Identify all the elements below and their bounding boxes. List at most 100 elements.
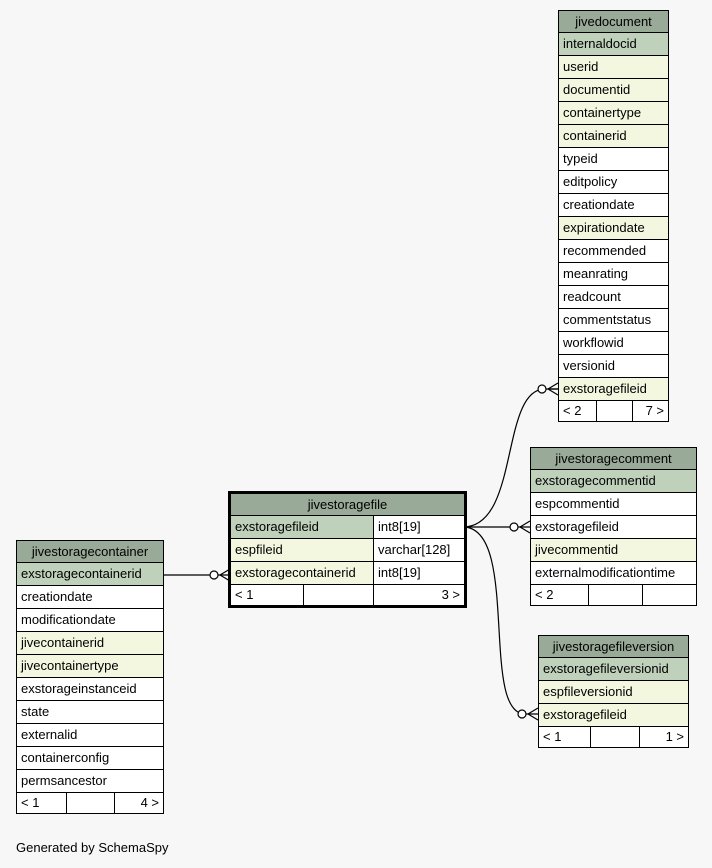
footer-spacer bbox=[303, 585, 373, 605]
table-title: jivestoragecomment bbox=[531, 448, 696, 470]
column-row[interactable]: exstoragefileversionid bbox=[539, 658, 688, 681]
parent-count[interactable]: < 1 bbox=[235, 587, 254, 602]
column-row[interactable]: jivecontainertype bbox=[17, 655, 163, 678]
footer-spacer bbox=[588, 585, 642, 605]
column-name: exstoragefileid bbox=[563, 381, 647, 396]
generated-by-credit: Generated by SchemaSpy bbox=[16, 840, 169, 855]
column-row[interactable]: permsancestor bbox=[17, 770, 163, 793]
column-name: jivecontainerid bbox=[21, 635, 105, 650]
edge-jivestoragefileversion-exstoragefileid bbox=[462, 526, 538, 715]
column-row[interactable]: creationdate bbox=[559, 194, 668, 217]
child-count[interactable]: 1 > bbox=[639, 727, 688, 747]
column-row[interactable]: workflowid bbox=[559, 332, 668, 355]
parent-count[interactable]: < 1 bbox=[543, 729, 562, 744]
column-name: recommended bbox=[563, 243, 647, 258]
table-title: jivestoragecontainer bbox=[17, 541, 163, 563]
column-row[interactable]: externalmodificationtime bbox=[531, 562, 696, 585]
child-count[interactable] bbox=[642, 585, 696, 605]
table-jivestoragecomment[interactable]: jivestoragecomment exstoragecommentid espc… bbox=[530, 447, 697, 606]
column-type: int8[19] bbox=[373, 516, 464, 538]
column-row[interactable]: exstoragefileid int8[19] bbox=[231, 516, 464, 539]
column-name: espfileid bbox=[235, 542, 283, 557]
optional-marker bbox=[537, 384, 547, 394]
column-name: exstoragefileid bbox=[235, 519, 319, 534]
column-row[interactable]: exstoragefileid bbox=[531, 516, 696, 539]
column-row[interactable]: containerconfig bbox=[17, 747, 163, 770]
column-row[interactable]: containerid bbox=[559, 125, 668, 148]
footer-spacer bbox=[590, 727, 639, 747]
column-row[interactable]: editpolicy bbox=[559, 171, 668, 194]
column-name: exstoragecommentid bbox=[535, 473, 656, 488]
table-footer: < 1 1 > bbox=[539, 727, 688, 747]
column-name: workflowid bbox=[563, 335, 624, 350]
optional-marker bbox=[509, 522, 519, 532]
column-name: exstoragecontainerid bbox=[21, 566, 142, 581]
table-title: jivedocument bbox=[559, 11, 668, 33]
column-row[interactable]: exstoragecontainerid bbox=[17, 563, 163, 586]
column-name: expirationdate bbox=[563, 220, 645, 235]
column-name: containerconfig bbox=[21, 750, 110, 765]
table-title: jivestoragefile bbox=[231, 494, 464, 516]
column-row[interactable]: containertype bbox=[559, 102, 668, 125]
column-name: containerid bbox=[563, 128, 627, 143]
column-row[interactable]: modificationdate bbox=[17, 609, 163, 632]
column-row[interactable]: expirationdate bbox=[559, 217, 668, 240]
column-row[interactable]: internaldocid bbox=[559, 33, 668, 56]
column-row[interactable]: state bbox=[17, 701, 163, 724]
column-name: meanrating bbox=[563, 266, 629, 281]
column-name: modificationdate bbox=[21, 612, 116, 627]
parent-count[interactable]: < 2 bbox=[563, 403, 582, 418]
column-name: readcount bbox=[563, 289, 621, 304]
column-name: espfileversionid bbox=[543, 684, 633, 699]
column-name: editpolicy bbox=[563, 174, 618, 189]
column-name: jivecommentid bbox=[535, 542, 619, 557]
column-row[interactable]: typeid bbox=[559, 148, 668, 171]
child-count[interactable]: 3 > bbox=[373, 585, 464, 605]
column-row[interactable]: meanrating bbox=[559, 263, 668, 286]
column-row[interactable]: recommended bbox=[559, 240, 668, 263]
column-name: commentstatus bbox=[563, 312, 652, 327]
column-row[interactable]: readcount bbox=[559, 286, 668, 309]
child-count[interactable]: 7 > bbox=[632, 401, 668, 421]
table-footer: < 1 4 > bbox=[17, 793, 163, 813]
column-row[interactable]: exstoragefileid bbox=[539, 704, 688, 727]
column-row[interactable]: exstorageinstanceid bbox=[17, 678, 163, 701]
column-row[interactable]: externalid bbox=[17, 724, 163, 747]
column-name: exstoragefileid bbox=[543, 707, 627, 722]
column-row[interactable]: documentid bbox=[559, 79, 668, 102]
table-footer: < 1 3 > bbox=[231, 585, 464, 605]
footer-spacer bbox=[66, 793, 114, 813]
column-name: jivecontainertype bbox=[21, 658, 119, 673]
column-name: internaldocid bbox=[563, 36, 637, 51]
column-name: exstoragefileid bbox=[535, 519, 619, 534]
parent-count[interactable]: < 2 bbox=[535, 587, 554, 602]
column-row[interactable]: espfileversionid bbox=[539, 681, 688, 704]
column-row[interactable]: commentstatus bbox=[559, 309, 668, 332]
column-row[interactable]: userid bbox=[559, 56, 668, 79]
column-name: versionid bbox=[563, 358, 616, 373]
table-jivestoragefileversion[interactable]: jivestoragefileversion exstoragefileversi… bbox=[538, 635, 689, 748]
column-row[interactable]: creationdate bbox=[17, 586, 163, 609]
optional-marker bbox=[209, 570, 219, 580]
column-row[interactable]: versionid bbox=[559, 355, 668, 378]
column-row[interactable]: jivecontainerid bbox=[17, 632, 163, 655]
column-row[interactable]: jivecommentid bbox=[531, 539, 696, 562]
column-row[interactable]: exstoragecommentid bbox=[531, 470, 696, 493]
table-jivestoragecontainer[interactable]: jivestoragecontainer exstoragecontainerid… bbox=[16, 540, 164, 814]
table-title: jivestoragefileversion bbox=[539, 636, 688, 658]
column-row[interactable]: espcommentid bbox=[531, 493, 696, 516]
column-name: state bbox=[21, 704, 50, 719]
child-count[interactable]: 4 > bbox=[114, 793, 163, 813]
optional-marker bbox=[517, 709, 527, 719]
column-name: creationdate bbox=[21, 589, 93, 604]
footer-spacer bbox=[596, 401, 632, 421]
column-row[interactable]: exstoragefileid bbox=[559, 378, 668, 401]
table-footer: < 2 bbox=[531, 585, 696, 605]
column-name: exstoragefileversionid bbox=[543, 661, 669, 676]
column-name: externalmodificationtime bbox=[535, 565, 676, 580]
parent-count[interactable]: < 1 bbox=[21, 795, 40, 810]
